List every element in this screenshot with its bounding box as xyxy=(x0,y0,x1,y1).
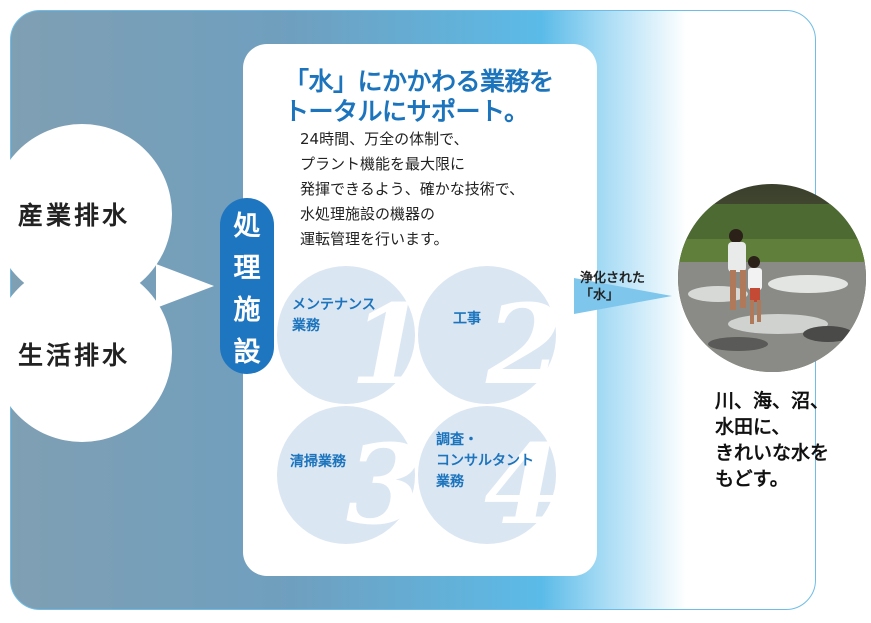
task-label-line: メンテナンス xyxy=(292,295,376,316)
task-number: 3 xyxy=(346,430,423,540)
task-label-line: 業務 xyxy=(292,316,320,337)
processing-facility-char: 施 xyxy=(220,288,274,327)
body-text-line: 発揮できるよう、確かな技術で、 xyxy=(300,178,524,199)
processing-facility-char: 処 xyxy=(220,204,274,243)
task-label-line: 調査・ xyxy=(436,430,478,451)
body-text-line: 水処理施設の機器の xyxy=(300,203,435,224)
inflow-arrow xyxy=(156,264,214,308)
river-scene-illustration xyxy=(678,184,866,372)
destination-text-line: きれいな水を xyxy=(715,438,829,465)
purified-water-line: 「水」 xyxy=(580,287,645,304)
river-children-photo xyxy=(678,184,866,372)
body-text-line: 24時間、万全の体制で、 xyxy=(300,128,469,149)
body-text-line: 運転管理を行います。 xyxy=(300,228,449,249)
task-number: 2 xyxy=(486,290,563,400)
processing-facility-badge: 処 理 施 設 xyxy=(220,198,274,374)
purified-water-label: 浄化された 「水」 xyxy=(580,270,645,304)
destination-text-line: 川、海、沼、 xyxy=(715,386,829,413)
domestic-wastewater-label: 生活排水 xyxy=(18,336,130,372)
task-label-line: コンサルタント xyxy=(436,451,534,472)
destination-text-line: もどす。 xyxy=(715,464,789,491)
body-text-line: プラント機能を最大限に xyxy=(300,153,465,174)
task-number: 4 xyxy=(484,430,561,540)
processing-facility-char: 理 xyxy=(220,246,274,285)
headline-line: トータルにサポート。 xyxy=(284,92,574,128)
task-label-line: 清掃業務 xyxy=(290,452,346,473)
processing-facility-char: 設 xyxy=(220,330,274,369)
destination-text-line: 水田に、 xyxy=(715,412,790,439)
purified-water-line: 浄化された xyxy=(580,270,645,287)
task-label-line: 業務 xyxy=(436,472,464,493)
task-label-line: 工事 xyxy=(453,309,481,330)
industrial-wastewater-label: 産業排水 xyxy=(18,196,130,232)
